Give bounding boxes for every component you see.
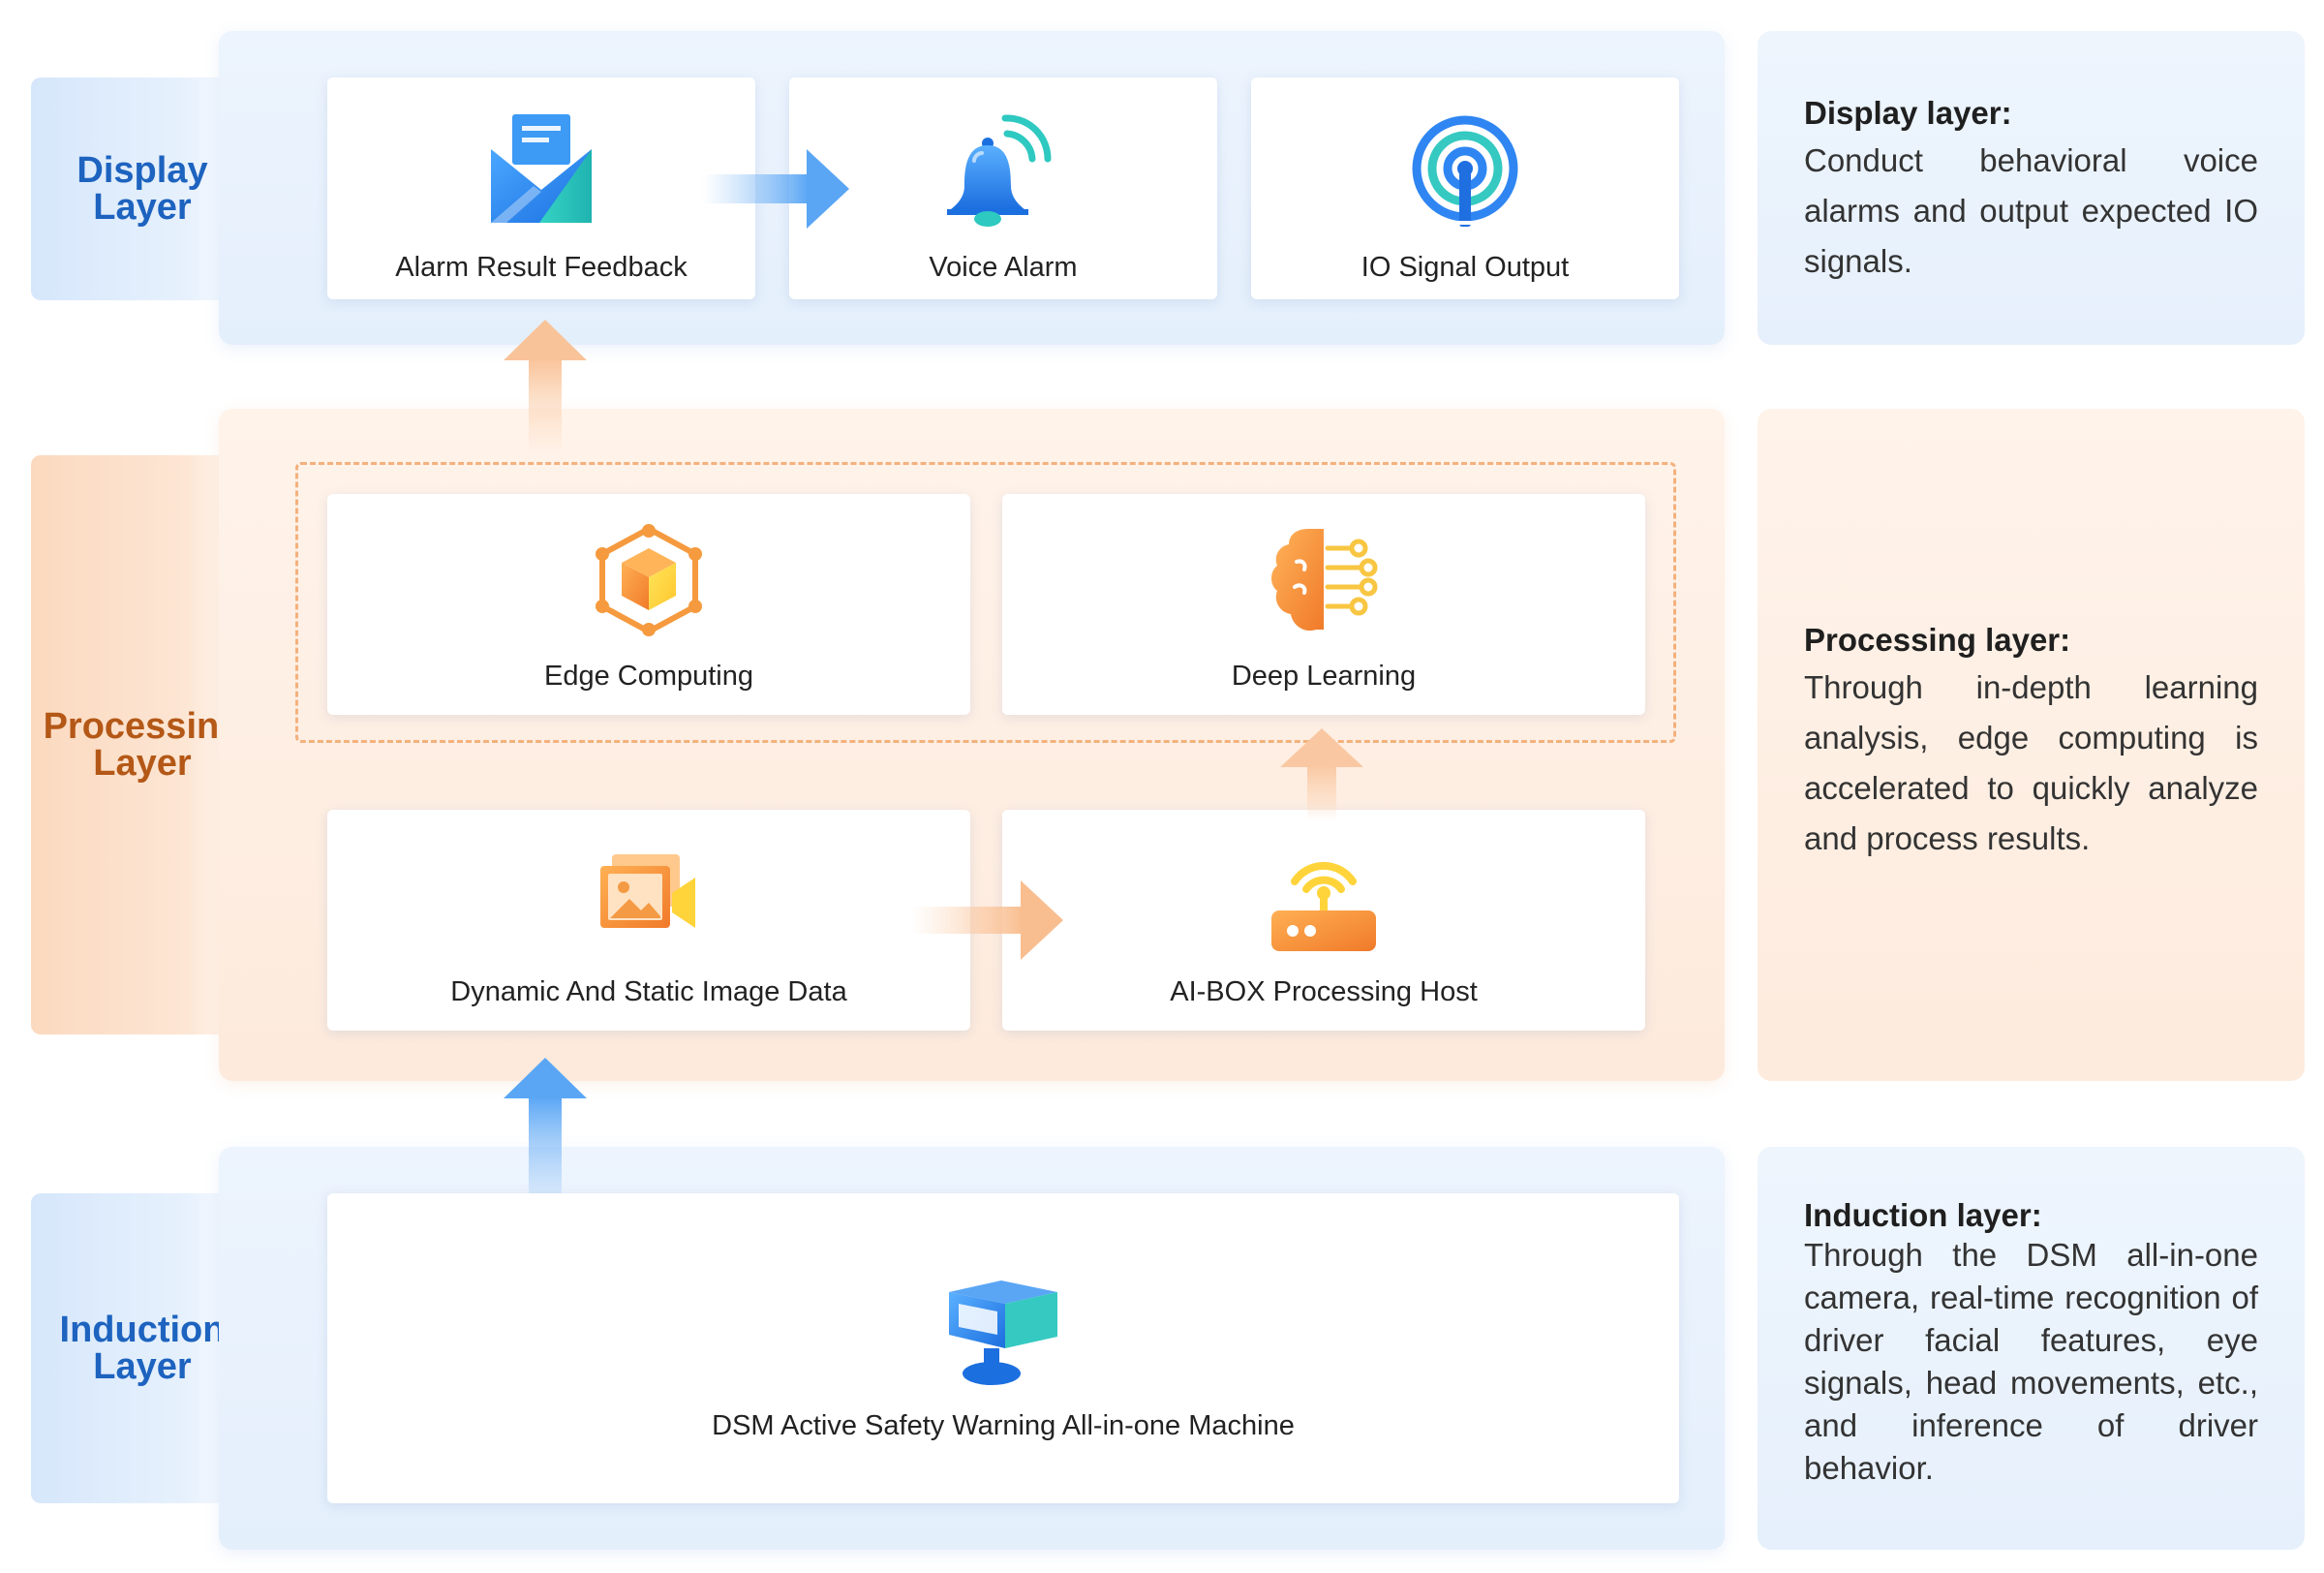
arrow-up-processing-to-display [502, 320, 589, 455]
arrow-right-feedback-to-voice [702, 145, 852, 232]
card-label: DSM Active Safety Warning All-in-one Mac… [712, 1410, 1295, 1441]
arrow-right-image-to-host [910, 877, 1065, 964]
display-layer-label-text: Display Layer [76, 150, 208, 228]
induction-description-body: Through the DSM all-in-one camera, real-… [1804, 1237, 2258, 1486]
image-video-icon [591, 839, 707, 955]
display-description-body: Conduct behavioral voice alarms and outp… [1804, 142, 2258, 279]
dsm-machine-card: DSM Active Safety Warning All-in-one Mac… [327, 1193, 1679, 1503]
mail-envelope-icon [483, 114, 599, 231]
arrow-up-host-to-learning [1278, 728, 1365, 821]
deep-learning-card: Deep Learning [1002, 494, 1645, 715]
card-label: Deep Learning [1231, 661, 1417, 692]
wireless-broadcast-icon [1407, 114, 1523, 231]
induction-layer-label: Induction Layer [31, 1193, 254, 1503]
bell-signal-icon [945, 114, 1061, 231]
display-layer-label: Display Layer [31, 77, 254, 300]
ai-core-group-border [295, 462, 1676, 743]
io-signal-output-card: IO Signal Output [1251, 77, 1679, 299]
card-label: AI-BOX Processing Host [1170, 976, 1478, 1007]
processing-layer-label: Processing Layer [31, 455, 254, 1034]
card-label: Voice Alarm [929, 252, 1078, 283]
hexagon-cube-icon [591, 523, 707, 639]
card-label: Edge Computing [543, 661, 754, 692]
dsm-camera-icon [945, 1273, 1061, 1389]
router-wifi-icon [1266, 839, 1382, 955]
brain-circuit-icon [1266, 523, 1382, 639]
edge-computing-card: Edge Computing [327, 494, 970, 715]
display-description-title: Display layer: [1804, 95, 2012, 131]
induction-layer-label-text: Induction Layer [59, 1310, 226, 1387]
processing-description-title: Processing layer: [1804, 622, 2071, 658]
voice-alarm-card: Voice Alarm [789, 77, 1217, 299]
card-label: IO Signal Output [1361, 252, 1570, 283]
processing-description-body: Through in-depth learning analysis, edge… [1804, 669, 2258, 856]
processing-layer-label-text: Processing Layer [43, 706, 242, 784]
alarm-result-feedback-card: Alarm Result Feedback [327, 77, 755, 299]
induction-description-panel: Induction layer: Through the DSM all-in-… [1758, 1147, 2305, 1550]
ai-box-host-card: AI-BOX Processing Host [1002, 810, 1645, 1031]
display-description-panel: Display layer: Conduct behavioral voice … [1758, 31, 2305, 345]
induction-description-title: Induction layer: [1804, 1197, 2042, 1233]
card-label: Alarm Result Feedback [395, 252, 688, 283]
processing-description-panel: Processing layer: Through in-depth learn… [1758, 409, 2305, 1081]
image-data-card: Dynamic And Static Image Data [327, 810, 970, 1031]
card-label: Dynamic And Static Image Data [450, 976, 847, 1007]
